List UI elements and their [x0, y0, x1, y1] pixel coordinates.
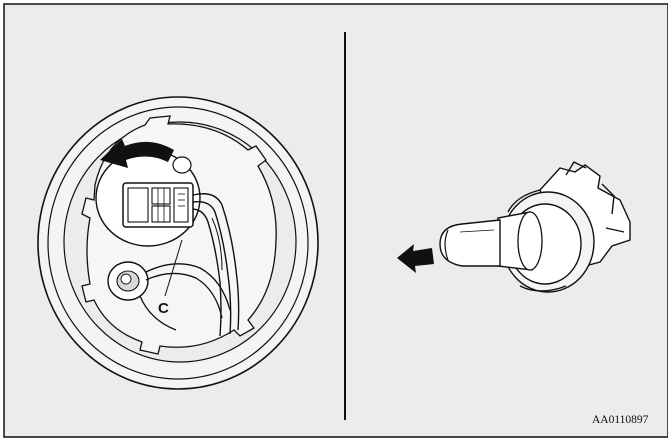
left-panel-socket-view: C — [38, 97, 318, 389]
position-lamp-socket — [108, 262, 148, 300]
bulb-glass — [440, 220, 500, 266]
connector — [123, 183, 193, 227]
bulb-neck-collar — [518, 212, 542, 270]
illustration-reference-code: AA0110897 — [592, 414, 649, 426]
callout-label: C — [158, 300, 169, 317]
bulb-base-boss — [173, 157, 191, 173]
